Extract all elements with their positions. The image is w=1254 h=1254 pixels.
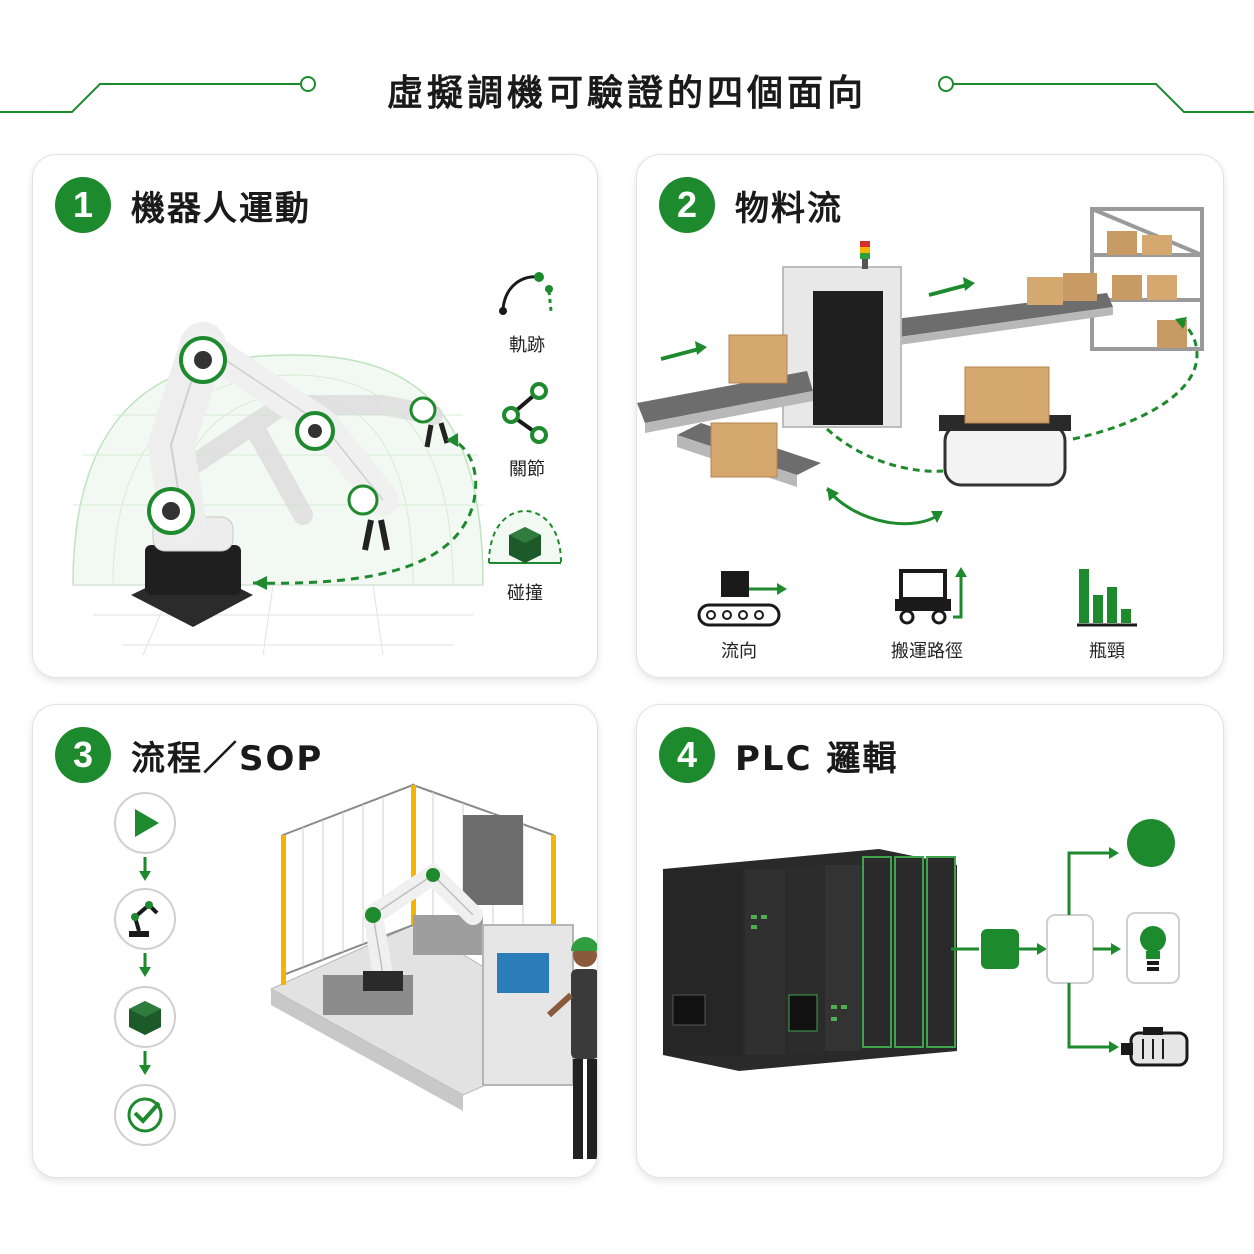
bottleneck-icon (1077, 569, 1137, 627)
collision-icon (487, 509, 563, 564)
card-title: PLC 邏輯 (735, 738, 899, 779)
light-bulb-icon (1126, 912, 1180, 984)
card-robot-motion: 1 機器人運動 (32, 154, 598, 678)
check-icon (114, 1084, 176, 1146)
input-signal-icon (981, 929, 1019, 969)
logic-flow-diagram (951, 819, 1189, 1067)
motor-icon (1121, 1027, 1189, 1067)
card-material-flow: 2 物料流 (636, 154, 1224, 678)
aspect-label-collision: 碰撞 (507, 583, 543, 604)
robot-work-cell-illustration (269, 783, 597, 1159)
aspect-label-flow-direction: 流向 (721, 641, 757, 662)
aspect-label-bottleneck: 瓶頸 (1089, 641, 1125, 662)
sop-steps (114, 792, 176, 1146)
card-title: 物料流 (735, 188, 843, 229)
card-number-badge: 1 (55, 177, 111, 233)
joint-icon (502, 382, 548, 444)
trajectory-icon (499, 272, 553, 315)
card-title: 機器人運動 (131, 188, 311, 229)
robot-arm-illustration (72, 322, 484, 656)
plc-rack-illustration (663, 849, 957, 1071)
aspect-label-joint: 關節 (509, 459, 545, 480)
card-process-sop: 3 流程／SOP (32, 704, 598, 1178)
flow-direction-icon (697, 571, 787, 627)
robot-arm-icon (114, 888, 176, 950)
aspect-label-trajectory: 軌跡 (509, 335, 545, 356)
page-title: 虛擬調機可驗證的四個面向 (386, 73, 867, 114)
header-decoration (0, 76, 1254, 113)
play-icon (114, 792, 176, 854)
indicator-lamp-icon (1127, 819, 1175, 867)
box-icon (114, 986, 176, 1048)
card-number-badge: 4 (659, 727, 715, 783)
card-number-badge: 2 (659, 177, 715, 233)
card-number-badge: 3 (55, 727, 111, 783)
conveyor-system-illustration (637, 207, 1204, 526)
card-plc-logic: 4 PLC 邏輯 (636, 704, 1224, 1178)
card-title: 流程／SOP (131, 738, 324, 779)
aspect-label-transport-path: 搬運路徑 (891, 641, 963, 662)
transport-path-icon (895, 567, 967, 625)
